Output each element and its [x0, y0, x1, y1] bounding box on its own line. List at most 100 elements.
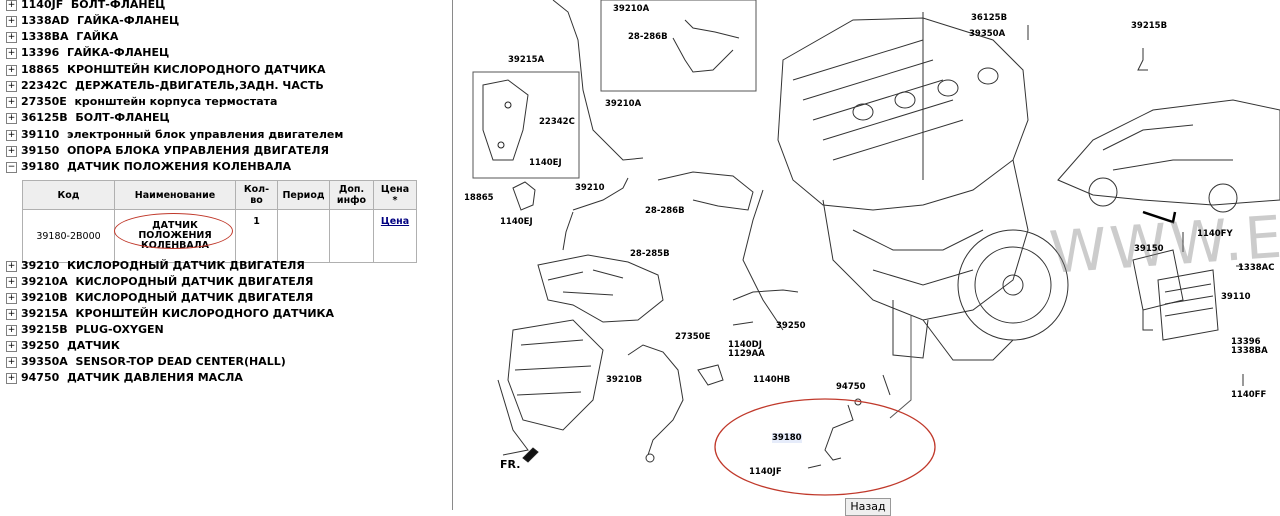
- tree-item[interactable]: +36125B БОЛТ-ФЛАНЕЦ: [6, 110, 170, 126]
- callout-39215A[interactable]: 39215A: [508, 55, 545, 65]
- callout-1140FY[interactable]: 1140FY: [1197, 229, 1233, 239]
- expand-icon[interactable]: +: [6, 309, 17, 320]
- tree-item[interactable]: +39110 электронный блок управления двига…: [6, 127, 343, 143]
- engine-diagram-art: [472, 0, 1280, 496]
- tree-item-code: 22342C: [21, 79, 68, 92]
- callout-18865[interactable]: 18865: [464, 193, 494, 203]
- tree-item[interactable]: +39210B КИСЛОРОДНЫЙ ДАТЧИК ДВИГАТЕЛЯ: [6, 290, 313, 306]
- callout-1140DJ[interactable]: 1140DJ: [728, 340, 762, 350]
- callout-39215B[interactable]: 39215B: [1131, 21, 1168, 31]
- expand-icon[interactable]: +: [6, 81, 17, 92]
- pane-divider[interactable]: [452, 0, 453, 510]
- tree-item[interactable]: +39210A КИСЛОРОДНЫЙ ДАТЧИК ДВИГАТЕЛЯ: [6, 274, 313, 290]
- tree-item[interactable]: +39350A SENSOR-TOP DEAD CENTER(HALL): [6, 354, 286, 370]
- tree-item[interactable]: +22342C ДЕРЖАТЕЛЬ-ДВИГАТЕЛЬ,ЗАДН. ЧАСТЬ: [6, 78, 324, 94]
- car-location-icon: [1057, 99, 1280, 224]
- tree-item[interactable]: +94750 ДАТЧИК ДАВЛЕНИЯ МАСЛА: [6, 370, 243, 386]
- expand-icon[interactable]: +: [6, 341, 17, 352]
- callout-39350A[interactable]: 39350A: [969, 29, 1006, 39]
- tree-item-label: ДАТЧИК ДАВЛЕНИЯ МАСЛА: [66, 371, 243, 384]
- tree-item-code: 36125B: [21, 111, 68, 124]
- callout-39210B[interactable]: 39210B: [606, 375, 643, 385]
- expand-icon[interactable]: +: [6, 277, 17, 288]
- callout-39110[interactable]: 39110: [1221, 292, 1251, 302]
- tree-item[interactable]: +18865 КРОНШТЕЙН КИСЛОРОДНОГО ДАТЧИКА: [6, 62, 326, 78]
- callout-27350E[interactable]: 27350E: [675, 332, 711, 342]
- callout-36125B[interactable]: 36125B: [971, 13, 1008, 23]
- expand-icon[interactable]: +: [6, 325, 17, 336]
- parts-diagram: WWW.ELCATS.RU 39210A 28-286B 39215A 2234…: [453, 0, 1280, 510]
- expand-icon[interactable]: +: [6, 65, 17, 76]
- tree-item-code: 39350A: [21, 355, 68, 368]
- tree-item[interactable]: +39215A КРОНШТЕЙН КИСЛОРОДНОГО ДАТЧИКА: [6, 306, 334, 322]
- tree-item-label: электронный блок управления двигателем: [66, 128, 344, 141]
- collapse-icon[interactable]: −: [6, 162, 17, 173]
- expand-icon[interactable]: +: [6, 113, 17, 124]
- callout-39210A-b[interactable]: 39210A: [605, 99, 642, 109]
- callout-39210[interactable]: 39210: [575, 183, 605, 193]
- tree-item[interactable]: +13396 ГАЙКА-ФЛАНЕЦ: [6, 45, 169, 61]
- inset-box-top: [600, 0, 757, 92]
- expand-icon[interactable]: +: [6, 130, 17, 141]
- tree-item[interactable]: +39150 ОПОРА БЛОКА УПРАВЛЕНИЯ ДВИГАТЕЛЯ: [6, 143, 329, 159]
- tree-item-code: 39210A: [21, 275, 68, 288]
- callout-39150[interactable]: 39150: [1134, 244, 1164, 254]
- expand-icon[interactable]: +: [6, 32, 17, 43]
- expand-icon[interactable]: +: [6, 373, 17, 384]
- exhaust-manifold-icon: [497, 254, 664, 456]
- callout-39250[interactable]: 39250: [776, 321, 806, 331]
- front-arrow-icon: [522, 447, 539, 463]
- cell-price: Цена: [373, 209, 417, 263]
- engine-block-icon: [742, 17, 1069, 361]
- expand-icon[interactable]: +: [6, 48, 17, 59]
- tree-item-label: PLUG-OXYGEN: [75, 323, 164, 336]
- tree-item[interactable]: +27350E кронштейн корпуса термостата: [6, 94, 277, 110]
- cell-period: [277, 209, 330, 263]
- callout-28-286B-b[interactable]: 28-286B: [645, 206, 685, 216]
- callout-1140FF[interactable]: 1140FF: [1231, 390, 1267, 400]
- callout-39180[interactable]: 39180: [772, 433, 802, 443]
- callout-1129AA[interactable]: 1129AA: [728, 349, 765, 359]
- callout-1338AC[interactable]: 1338AC: [1238, 263, 1275, 273]
- tree-item[interactable]: +39210 КИСЛОРОДНЫЙ ДАТЧИК ДВИГАТЕЛЯ: [6, 258, 305, 274]
- tree-item-code: 39210B: [21, 291, 68, 304]
- callout-28-286B[interactable]: 28-286B: [628, 32, 668, 42]
- expand-icon[interactable]: +: [6, 357, 17, 368]
- expand-icon[interactable]: +: [6, 146, 17, 157]
- callout-22342C[interactable]: 22342C: [539, 117, 575, 127]
- tree-item[interactable]: +39250 ДАТЧИК: [6, 338, 120, 354]
- tree-item-label: БОЛТ-ФЛАНЕЦ: [70, 0, 166, 11]
- expand-icon[interactable]: +: [6, 293, 17, 304]
- expand-icon[interactable]: +: [6, 0, 17, 11]
- tree-item-code: 13396: [21, 46, 60, 59]
- price-link[interactable]: Цена: [380, 216, 410, 227]
- tree-item-code: 39150: [21, 144, 60, 157]
- tree-item-label: КИСЛОРОДНЫЙ ДАТЧИК ДВИГАТЕЛЯ: [75, 275, 314, 288]
- tree-item[interactable]: +1338BA ГАЙКА: [6, 29, 118, 45]
- callout-1140EJ-b[interactable]: 1140EJ: [500, 217, 533, 227]
- callout-1338BA[interactable]: 1338BA: [1231, 346, 1268, 356]
- tree-item[interactable]: +39215B PLUG-OXYGEN: [6, 322, 164, 338]
- cell-name: ДАТЧИК ПОЛОЖЕНИЯ КОЛЕНВАЛА: [114, 209, 236, 263]
- tree-item[interactable]: +1140JF БОЛТ-ФЛАНЕЦ: [6, 0, 165, 13]
- tree-item-label: ДАТЧИК ПОЛОЖЕНИЯ КОЛЕНВАЛА: [66, 160, 292, 173]
- tree-item-code: 1140JF: [21, 0, 64, 11]
- tree-item-expanded[interactable]: −39180 ДАТЧИК ПОЛОЖЕНИЯ КОЛЕНВАЛА: [6, 159, 291, 175]
- callout-1140JF[interactable]: 1140JF: [749, 467, 782, 477]
- back-button[interactable]: Назад: [845, 498, 891, 516]
- tree-item-code: 39215B: [21, 323, 68, 336]
- callout-1140EJ[interactable]: 1140EJ: [529, 158, 562, 168]
- price-star: *: [392, 195, 398, 206]
- tree-item[interactable]: +1338AD ГАЙКА-ФЛАНЕЦ: [6, 13, 179, 29]
- callout-13396[interactable]: 13396: [1231, 337, 1261, 347]
- expand-icon[interactable]: +: [6, 261, 17, 272]
- callout-39210A[interactable]: 39210A: [613, 4, 650, 14]
- col-header-name: Наименование: [114, 180, 236, 210]
- callout-28-285B[interactable]: 28-285B: [630, 249, 670, 259]
- callout-1140HB[interactable]: 1140HB: [753, 375, 791, 385]
- callout-94750[interactable]: 94750: [836, 382, 866, 392]
- expand-icon[interactable]: +: [6, 97, 17, 108]
- tree-item-code: 39215A: [21, 307, 68, 320]
- expand-icon[interactable]: +: [6, 16, 17, 27]
- col-header-qty: Кол-во: [235, 180, 278, 210]
